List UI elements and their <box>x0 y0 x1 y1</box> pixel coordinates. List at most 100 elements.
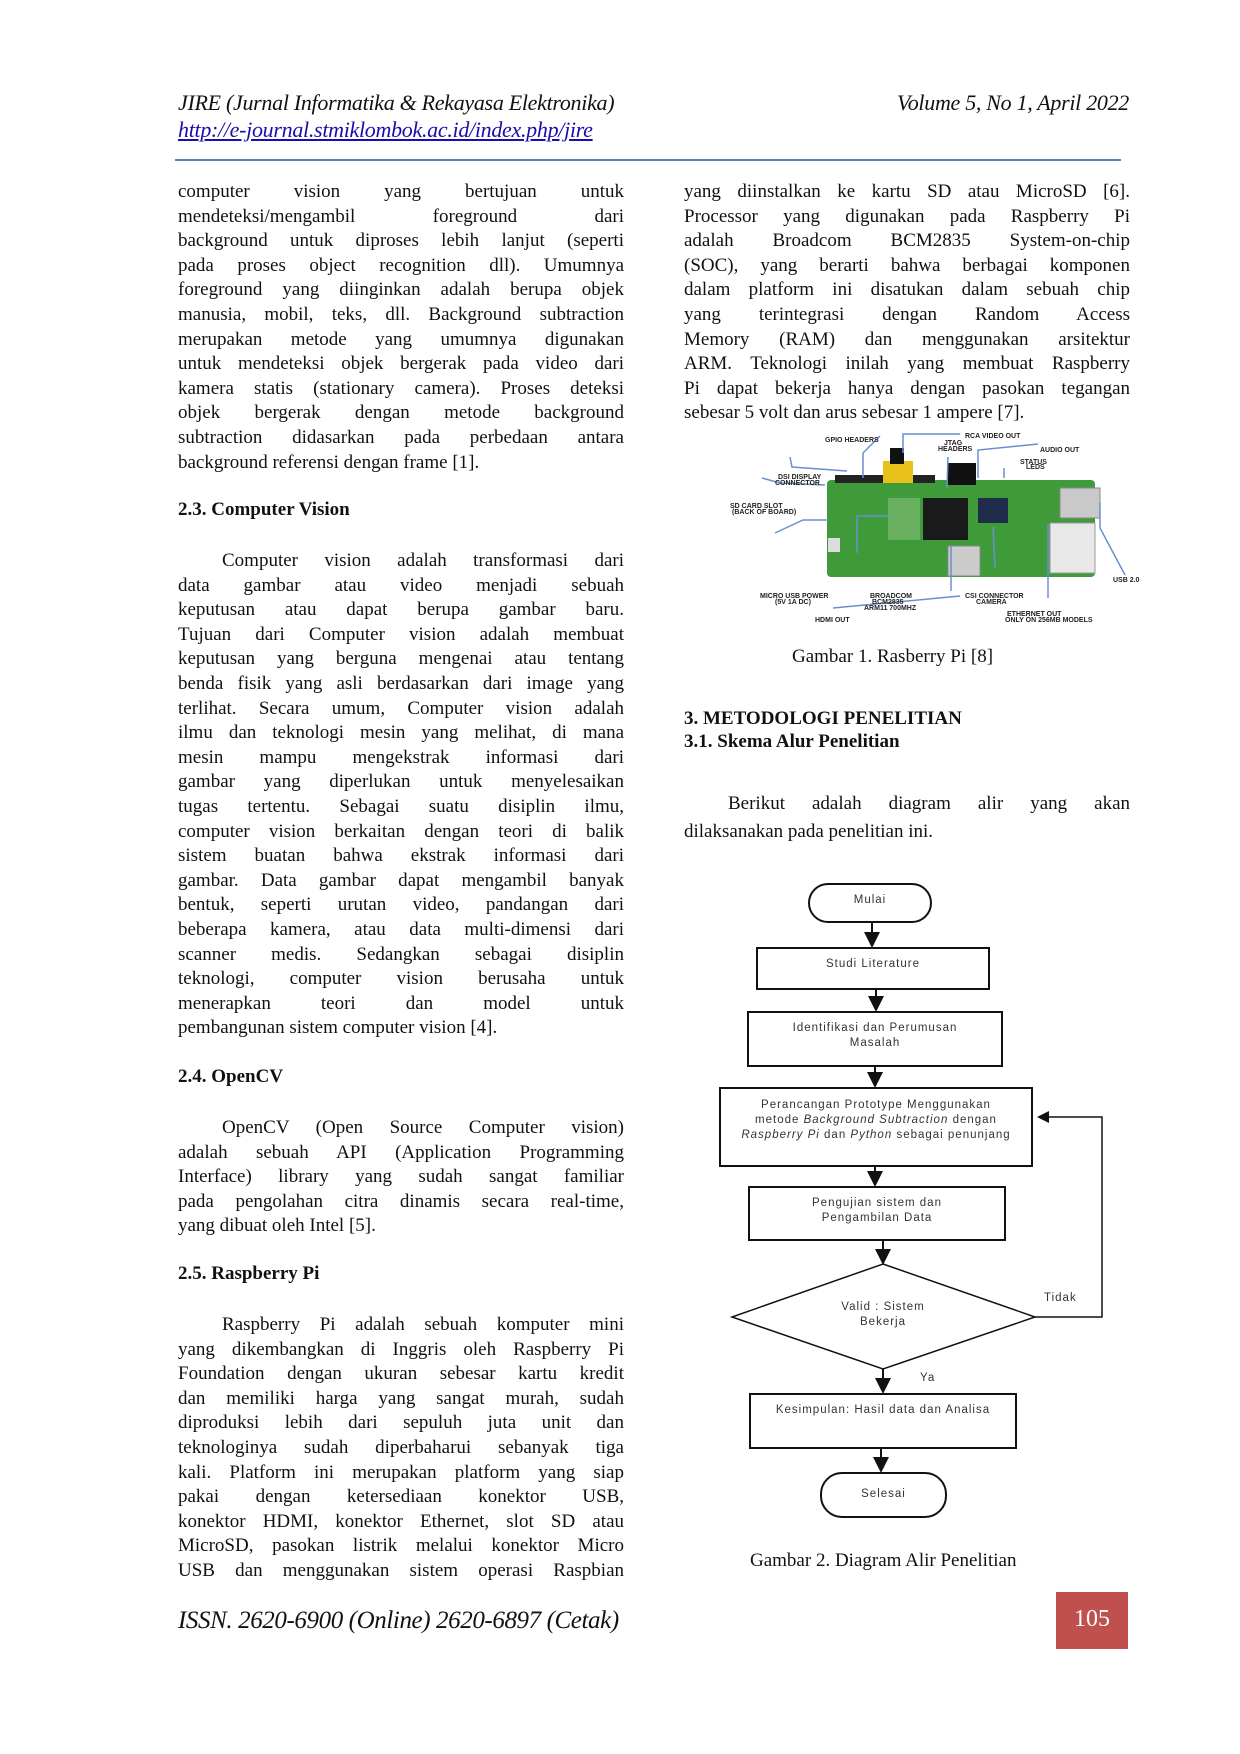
text-line: adalah Broadcom BCM2835 System-on-chip <box>684 230 1130 252</box>
text-line: kali. Platform ini merupakan platform ya… <box>178 1461 624 1483</box>
label-broadcom-2: BCM2835 <box>872 599 904 606</box>
label-audio: AUDIO OUT <box>1040 447 1080 454</box>
text-line: dan memiliki harga yang sangat murah, su… <box>178 1387 624 1409</box>
text-line: foreground yang diinginkan adalah berupa… <box>178 279 624 301</box>
text-line: tugas tertentu. Sebagai suatu disiplin i… <box>178 795 624 817</box>
text-line: sistem buatan bahwa ekstrak informasi da… <box>178 845 624 867</box>
flow-text: metode <box>755 1114 800 1126</box>
label-sd-2: (BACK OF BOARD) <box>732 509 796 516</box>
text-line: Memory (RAM) dan menggunakan arsitektur <box>684 328 1130 350</box>
section-heading-raspberry-pi: 2.5. Raspberry Pi <box>178 1263 320 1284</box>
text-line: benda fisik yang asli berdasarkan dari i… <box>178 672 624 694</box>
text-line: Computer vision adalah transformasi dari <box>222 550 624 571</box>
text-line: Foundation dengan ukuran sebesar kartu k… <box>178 1363 624 1385</box>
raspberry-logo <box>888 498 920 540</box>
label-usb: USB 2.0 <box>1113 577 1140 584</box>
paragraph-raspberry-pi-cont: yang diinstalkan ke kartu SD atau MicroS… <box>684 180 1130 426</box>
rca-jack <box>883 461 913 483</box>
text-line: keputusan yang berguna mengenai atau ten… <box>178 648 624 670</box>
flow-text-italic: Python <box>850 1129 893 1141</box>
text-line: manusia, mobil, teks, dll. Background su… <box>178 303 624 325</box>
text-line: mendeteksi/mengambil foreground dari <box>178 205 624 227</box>
label-csi-1: CSI CONNECTOR <box>965 593 1024 600</box>
text-line: Pi dapat bekerja hanya dengan pasokan te… <box>684 377 1130 399</box>
flow-end: Selesai <box>820 1472 947 1518</box>
text-line: yang dikembangkan di Inggris oleh Raspbe… <box>178 1338 624 1360</box>
label-jtag-1: JTAG <box>944 440 963 447</box>
text-line: data gambar atau video menjadi sebuah <box>178 574 624 596</box>
text-line: yang diinstalkan ke kartu SD atau MicroS… <box>684 181 1130 202</box>
text-line: konektor HDMI, konektor Ethernet, slot S… <box>178 1510 624 1532</box>
text-line: diproduksi lebih dari sepuluh juta unit … <box>178 1412 624 1434</box>
text-line: gambar. Data gambar dapat mengambil bany… <box>178 869 624 891</box>
flow-step-identifikasi: Identifikasi dan Perumusan Masalah <box>747 1011 1003 1067</box>
label-dsi-1: DSI DISPLAY <box>778 474 822 481</box>
paragraph-raspberry-pi: Raspberry Pi adalah sebuah komputer mini… <box>178 1313 624 1584</box>
text-line: Berikut adalah diagram alir yang akan <box>728 793 1130 814</box>
flow-text: dengan <box>952 1114 997 1126</box>
text-line: adalah sebuah API (Application Programmi… <box>178 1141 624 1163</box>
journal-title: JIRE (Jurnal Informatika & Rekayasa Elek… <box>178 90 615 115</box>
text-line: bentuk, seperti urutan video, pandangan … <box>178 894 624 916</box>
flow-text-italic: Background Subtraction <box>803 1114 949 1126</box>
rca-jack-top <box>890 448 904 464</box>
text-line: untuk mendeteksi objek bergerak pada vid… <box>178 353 624 375</box>
label-dsi-2: CONNECTOR <box>775 480 820 487</box>
label-status-2: LEDS <box>1026 464 1045 471</box>
header-divider <box>175 159 1121 161</box>
text-line: keputusan atau dapat berupa gambar baru. <box>178 599 624 621</box>
label-micro-usb-1: MICRO USB POWER <box>760 593 828 600</box>
text-line: gambar yang diperlukan untuk menyelesaik… <box>178 771 624 793</box>
flow-step-pengujian: Pengujian sistem dan Pengambilan Data <box>748 1186 1006 1241</box>
text-line: computer vision berkaitan dengan teori d… <box>178 820 624 842</box>
flow-label-tidak: Tidak <box>1044 1292 1077 1304</box>
text-line: kamera statis (stationary camera). Prose… <box>178 377 624 399</box>
page-number: 105 <box>1056 1592 1128 1649</box>
paragraph-opencv: OpenCV (Open Source Computer vision)adal… <box>178 1116 624 1239</box>
text-line: pembangunan sistem computer vision [4]. <box>178 1017 498 1039</box>
label-broadcom-3: ARM11 700MHZ <box>864 605 917 612</box>
flow-text: dan <box>824 1129 847 1141</box>
usb-port <box>1059 487 1101 519</box>
figure-1-caption: Gambar 1. Rasberry Pi [8] <box>792 646 994 667</box>
label-micro-usb-2: (5V 1A DC) <box>775 599 811 606</box>
hdmi-port <box>947 545 981 577</box>
label-broadcom-1: BROADCOM <box>870 593 912 600</box>
figure-2-caption: Gambar 2. Diagram Alir Penelitian <box>750 1550 1017 1571</box>
text-line: pada pengolahan citra dinamis secara rea… <box>178 1190 624 1212</box>
flow-text: sebagai penunjang <box>896 1129 1011 1141</box>
lan-chip <box>978 498 1008 523</box>
flow-start: Mulai <box>808 883 932 923</box>
section-heading-skema-alur: 3.1. Skema Alur Penelitian <box>684 731 900 752</box>
label-jtag-2: HEADERS <box>938 446 973 453</box>
flow-step-kesimpulan: Kesimpulan: Hasil data dan Analisa <box>749 1393 1017 1449</box>
flow-decision-valid: Valid : Sistem Bekerja <box>841 1301 925 1328</box>
journal-url-link[interactable]: http://e-journal.stmiklombok.ac.id/index… <box>178 117 593 142</box>
label-ethernet-2: ONLY ON 256MB MODELS <box>1005 617 1093 624</box>
label-gpio: GPIO HEADERS <box>825 437 879 444</box>
text-line: (SOC), yang berarti bahwa berbagai kompo… <box>684 254 1130 276</box>
label-ethernet-1: ETHERNET OUT <box>1007 611 1062 618</box>
text-line: objek bergerak dengan metode background <box>178 402 624 424</box>
audio-jack <box>948 463 976 485</box>
text-line: Processor yang digunakan pada Raspberry … <box>684 205 1130 227</box>
text-line: sebesar 5 volt dan arus sebesar 1 ampere… <box>684 402 1025 424</box>
raspberry-pi-figure: GPIO HEADERS RCA VIDEO OUT JTAG HEADERS … <box>730 433 1140 624</box>
text-line: scanner medis. Sedangkan sebagai disipli… <box>178 943 624 965</box>
ethernet-port <box>1049 522 1096 574</box>
volume-info: Volume 5, No 1, April 2022 <box>897 90 1129 115</box>
label-sd-1: SD CARD SLOT <box>730 503 783 510</box>
text-line: yang dibuat oleh Intel [5]. <box>178 1215 376 1237</box>
text-line: ARM. Teknologi inilah yang membuat Raspb… <box>684 353 1130 375</box>
text-line: dalam platform ini disatukan dalam sebua… <box>684 279 1130 301</box>
flow-text: Perancangan Prototype Menggunakan <box>761 1099 991 1111</box>
text-line: merupakan metode yang umumnya digunakan <box>178 328 624 350</box>
flow-label-ya: Ya <box>920 1372 936 1384</box>
text-line: Tujuan dari Computer vision adalah membu… <box>178 623 624 645</box>
section-heading-computer-vision: 2.3. Computer Vision <box>178 499 350 520</box>
micro-usb-port <box>828 538 840 552</box>
text-line: menerapkan teori dan model untuk <box>178 992 624 1014</box>
text-line: dilaksanakan pada penelitian ini. <box>684 821 934 842</box>
text-line: background referensi dengan frame [1]. <box>178 451 480 473</box>
